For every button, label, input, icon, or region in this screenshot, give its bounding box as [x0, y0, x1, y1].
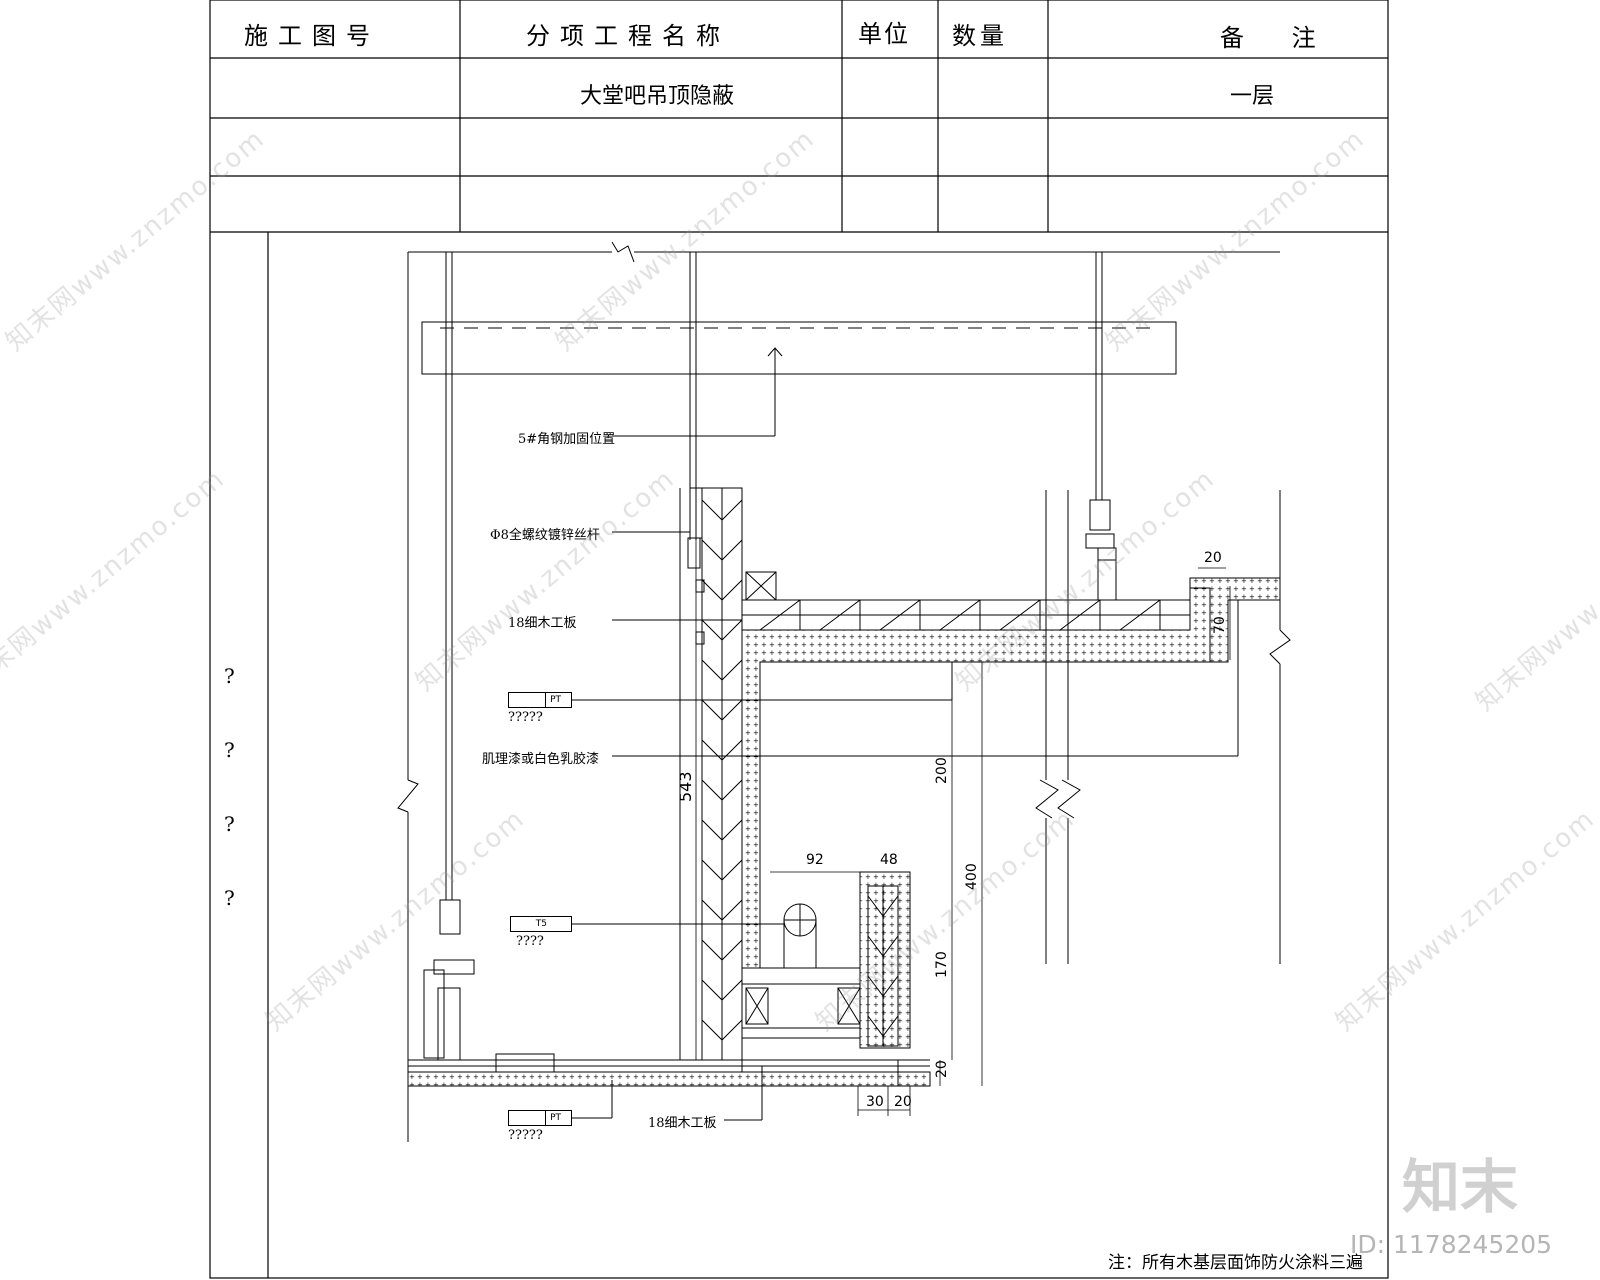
header-drawing-no: 施工图号 [244, 22, 380, 50]
side-mark: ? [224, 664, 235, 688]
dim-170: 170 [934, 951, 950, 978]
row1-remarks: 一层 [1230, 84, 1275, 109]
label-blockboard-bottom: 18细木工板 [648, 1116, 717, 1131]
pt-tag-1-sub: ????? [508, 710, 543, 725]
section-drawing [397, 241, 1291, 1142]
title-block-grid [209, 0, 1389, 1279]
dim-200: 200 [934, 757, 950, 784]
t5-tag-sub: ???? [516, 934, 544, 949]
label-angle-steel: 5#角钢加固位置 [518, 432, 616, 447]
id-watermark: ID: 1178245205 [1350, 1230, 1553, 1259]
side-mark: ? [224, 738, 235, 762]
label-threaded-rod: Φ8全螺纹镀锌丝杆 [490, 528, 600, 543]
header-quantity: 数量 [952, 22, 1008, 50]
dim-48: 48 [880, 852, 898, 868]
dim-30: 30 [866, 1094, 884, 1110]
label-blockboard-top: 18细木工板 [508, 616, 577, 631]
header-unit: 单位 [858, 20, 910, 48]
dim-92: 92 [806, 852, 824, 868]
dim-20-right: 20 [934, 1060, 950, 1078]
dim-543: 543 [676, 771, 695, 802]
dim-20-bottom: 20 [894, 1094, 912, 1110]
t5-tag: T5 [510, 916, 572, 932]
brand-watermark: 知末 [1402, 1153, 1519, 1221]
side-mark: ? [224, 886, 235, 910]
header-item-name: 分项工程名称 [526, 22, 730, 50]
label-latex-paint: 肌理漆或白色乳胶漆 [482, 752, 600, 767]
side-mark: ? [224, 812, 235, 836]
pt-tag-2-sub: ????? [508, 1128, 543, 1143]
pt-tag-2: PT [508, 1110, 572, 1126]
header-remarks: 备 注 [1220, 24, 1336, 52]
row1-item-name: 大堂吧吊顶隐蔽 [580, 84, 735, 109]
dim-70: 70 [1212, 616, 1228, 634]
pt-tag-1: PT [508, 692, 572, 708]
dim-20-top: 20 [1204, 550, 1222, 566]
fire-coating-note: 注：所有木基层面饰防火涂料三遍 [1108, 1253, 1363, 1273]
dimension-lines [695, 488, 1231, 1116]
